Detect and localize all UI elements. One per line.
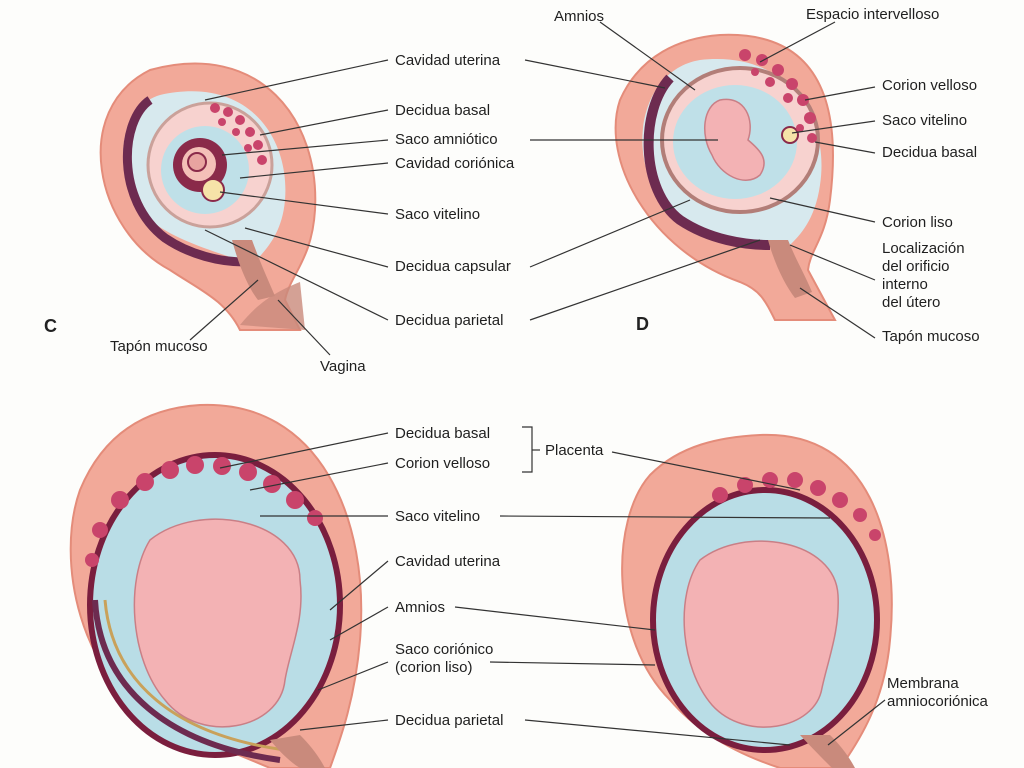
label-vagina: Vagina	[320, 358, 366, 375]
label-placenta: Placenta	[545, 442, 604, 459]
fetus-e	[133, 518, 302, 728]
decidua-parietal-e	[92, 599, 281, 763]
panel-f-uterus	[621, 433, 893, 768]
cervix-d	[768, 240, 812, 298]
villi-d	[739, 49, 817, 143]
label-membrana-amniocorionica: Membrana amniocoriónica	[887, 675, 1024, 711]
embryo-d	[704, 98, 765, 181]
label-decidua-capsular: Decidua capsular	[395, 258, 511, 275]
label-orificio-line4: del útero	[882, 294, 941, 311]
panel-label-d: D	[636, 314, 649, 334]
label-decidua-parietal: Decidua parietal	[395, 312, 504, 329]
villi-f	[712, 472, 881, 541]
label-decidua-basal-d: Decidua basal	[882, 144, 978, 161]
decidua-parietal-c	[123, 96, 246, 267]
panel-c-uterus	[99, 62, 317, 331]
label-saco-amniotico: Saco amniótico	[395, 131, 498, 148]
label-tapon-mucoso: Tapón mucoso	[110, 338, 208, 355]
label-saco-vitelino-d: Saco vitelino	[882, 112, 968, 129]
label-cavidad-uterina-e: Cavidad uterina	[395, 553, 501, 570]
label-cavidad-corionica: Cavidad coriónica	[395, 155, 515, 172]
villi-e	[85, 456, 323, 567]
label-saco-vitelino: Saco vitelino	[395, 206, 481, 223]
label-espacio-intervelloso: Espacio intervelloso	[806, 6, 940, 23]
label-corion-velloso-e: Corion velloso	[395, 455, 491, 472]
panel-d-uterus	[614, 33, 837, 321]
vagina-c	[240, 282, 305, 330]
fetus-f	[683, 540, 839, 728]
label-orificio-line1: Localización	[882, 240, 965, 257]
cervix-e	[270, 735, 325, 768]
label-membrana-line2: amniocoriónica	[887, 693, 988, 710]
label-orificio-line2: del orificio	[882, 258, 950, 275]
label-amnios-e: Amnios	[395, 599, 446, 616]
leader-lines	[189, 21, 886, 746]
embryo-c	[187, 152, 207, 172]
label-saco-corionico-line1: Saco coriónico	[395, 641, 494, 658]
cervix-f	[800, 735, 855, 768]
panel-e-uterus	[69, 403, 363, 768]
panel-label-c: C	[44, 316, 57, 336]
villi-c	[210, 103, 267, 165]
label-orificio-interno: Localización del orificio interno del út…	[882, 240, 1022, 312]
label-decidua-basal-e: Decidua basal	[395, 425, 491, 442]
label-saco-corionico-line2: (corion liso)	[395, 659, 473, 676]
label-tapon-mucoso-d: Tapón mucoso	[882, 328, 980, 345]
label-corion-liso: Corion liso	[882, 214, 953, 231]
decidua-parietal-e-gold	[103, 599, 286, 752]
label-saco-corionico: Saco coriónico (corion liso)	[395, 641, 535, 677]
decidua-parietal-d	[643, 74, 771, 250]
label-orificio-line3: interno	[882, 276, 928, 293]
label-saco-vitelino-e: Saco vitelino	[395, 508, 481, 525]
label-corion-velloso: Corion velloso	[882, 77, 978, 94]
cervix-c	[232, 240, 275, 300]
label-decidua-parietal-e: Decidua parietal	[395, 712, 504, 729]
yolk-sac-c	[201, 178, 225, 202]
label-cavidad-uterina: Cavidad uterina	[395, 52, 501, 69]
yolk-sac-d	[781, 126, 799, 144]
label-amnios: Amnios	[554, 8, 605, 25]
label-membrana-line1: Membrana	[887, 675, 959, 692]
label-decidua-basal: Decidua basal	[395, 102, 491, 119]
